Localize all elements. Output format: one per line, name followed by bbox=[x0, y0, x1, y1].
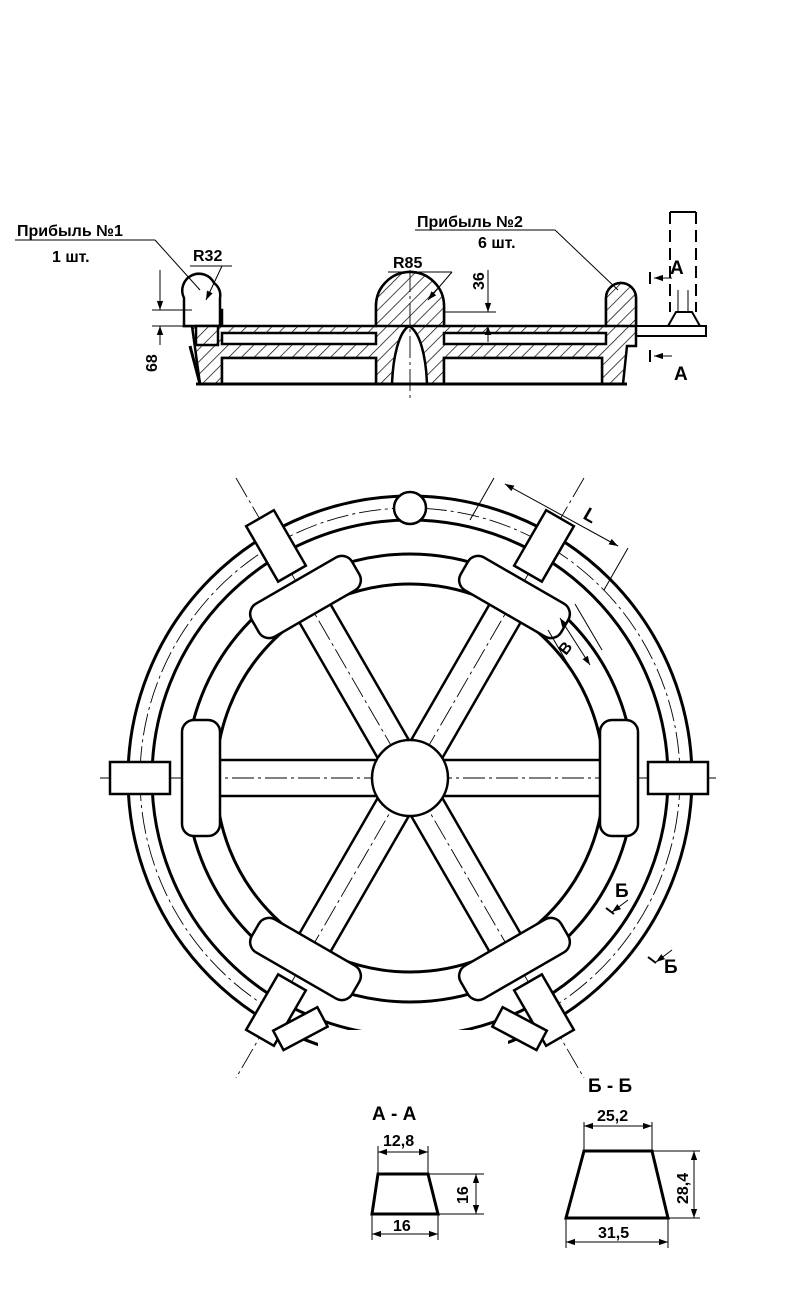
cut-b-label-2: Б bbox=[664, 957, 678, 978]
section-bb-height: 28,4 bbox=[675, 1173, 692, 1204]
rim-riser-lower-right bbox=[457, 916, 572, 1002]
gate-arm-lower-left bbox=[244, 972, 308, 1048]
section-aa-top-width: 12,8 bbox=[383, 1133, 414, 1150]
rim-riser-right bbox=[598, 718, 640, 838]
section-aa-profile bbox=[370, 1172, 440, 1216]
upper-channel-right bbox=[442, 331, 608, 346]
gating-system bbox=[635, 211, 707, 337]
radius-r32-label: R32 bbox=[193, 248, 222, 265]
plan-riser-1 bbox=[392, 490, 428, 526]
gate-arm-left bbox=[108, 760, 172, 796]
runner-end-left bbox=[271, 1005, 330, 1052]
section-bb-bottom-width: 31,5 bbox=[598, 1225, 629, 1242]
riser-1-qty: 1 шт. bbox=[52, 249, 90, 266]
cut-b-label-1: Б bbox=[615, 881, 629, 902]
rim-riser-upper-left bbox=[248, 554, 363, 640]
lower-channel-left bbox=[220, 356, 378, 386]
runner-end-right bbox=[490, 1005, 549, 1052]
riser-1-title: Прибыль №1 bbox=[17, 223, 123, 240]
riser-2 bbox=[604, 281, 638, 328]
upper-channel-left bbox=[220, 331, 378, 346]
riser-1 bbox=[181, 272, 222, 328]
section-aa: А - А 12,8 16 16 bbox=[370, 1104, 484, 1240]
riser-2-qty: 6 шт. bbox=[478, 235, 516, 252]
cut-a-top-label: А bbox=[670, 258, 684, 279]
cross-section-view: Прибыль №1 1 шт. Прибыль №2 6 шт. R32 R8… bbox=[15, 211, 707, 400]
cut-a-bottom-label: А bbox=[674, 364, 688, 385]
rim-risers bbox=[180, 554, 640, 1002]
gate-arm-upper-left bbox=[244, 508, 308, 584]
plan-view: L B Б Б bbox=[100, 477, 720, 1090]
riser-2-title: Прибыль №2 bbox=[417, 214, 523, 231]
section-bb-top-width: 25,2 bbox=[597, 1108, 628, 1125]
rim-riser-lower-left bbox=[248, 916, 363, 1002]
runner-gap-mask bbox=[318, 1030, 508, 1090]
section-left-flank bbox=[188, 345, 202, 385]
rim-riser-left bbox=[180, 718, 222, 838]
dim-36-label: 36 bbox=[471, 272, 488, 290]
section-bb-title: Б - Б bbox=[588, 1076, 632, 1097]
wheel-hub bbox=[370, 738, 450, 818]
section-bb-profile bbox=[564, 1149, 670, 1220]
section-aa-height: 16 bbox=[455, 1186, 472, 1204]
section-bb: Б - Б 25,2 31,5 28,4 bbox=[564, 1076, 700, 1248]
lower-channel-right bbox=[442, 356, 604, 386]
dim-68-label: 68 bbox=[144, 354, 161, 372]
gate-arm-lower-right bbox=[512, 972, 576, 1048]
section-aa-bottom-width: 16 bbox=[393, 1218, 411, 1235]
radius-r85-label: R85 bbox=[393, 255, 422, 272]
section-aa-title: А - А bbox=[372, 1104, 417, 1125]
gate-arm-right bbox=[646, 760, 710, 796]
dim-l-label: L bbox=[580, 504, 601, 528]
riser-1-hatch bbox=[194, 324, 220, 347]
